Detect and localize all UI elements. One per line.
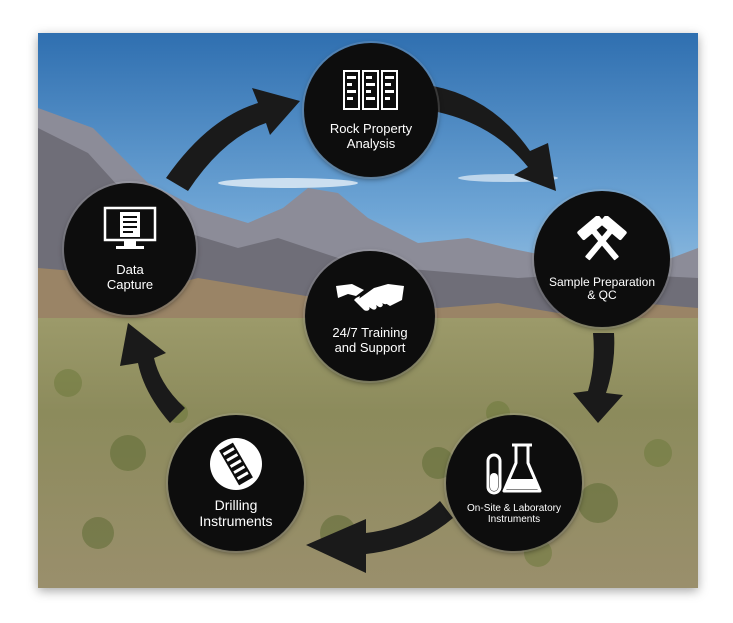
node-drilling-instruments: Drilling Instruments [168, 415, 304, 551]
shrubs [54, 353, 672, 567]
node-label: Rock Property Analysis [329, 121, 413, 151]
node-sample-preparation-qc: Sample Preparation & QC [534, 191, 670, 327]
arrow-drilling-to-data [120, 323, 185, 423]
arrow-data-to-rock [166, 88, 300, 191]
core-log-icon [343, 70, 398, 111]
node-label: Data Capture [106, 262, 154, 292]
cloud [218, 178, 358, 188]
node-label: On-Site & Laboratory Instruments [467, 502, 561, 525]
arrow-rock-to-sample [433, 86, 556, 191]
node-label: 24/7 Training and Support [332, 325, 408, 355]
node-rock-property-analysis: Rock Property Analysis [304, 43, 438, 177]
cycle-arrows [120, 86, 623, 573]
node-label: Drilling Instruments [199, 497, 273, 529]
test-tube-flask-icon [486, 443, 542, 495]
crossed-hammers-icon [577, 215, 627, 260]
drill-bit-icon [210, 438, 262, 491]
arrow-instruments-to-drilling [306, 501, 453, 573]
node-onsite-laboratory-instruments: On-Site & Laboratory Instruments [446, 415, 582, 551]
cycle-diagram-card: Rock Property Analysis Sample Preparatio… [38, 33, 698, 588]
node-label: Sample Preparation & QC [548, 274, 656, 302]
node-training-support: 24/7 Training and Support [305, 251, 435, 381]
node-data-capture: Data Capture [64, 183, 196, 315]
monitor-document-icon [103, 207, 157, 250]
arrow-sample-to-instruments [573, 333, 623, 423]
handshake-icon [336, 284, 404, 312]
